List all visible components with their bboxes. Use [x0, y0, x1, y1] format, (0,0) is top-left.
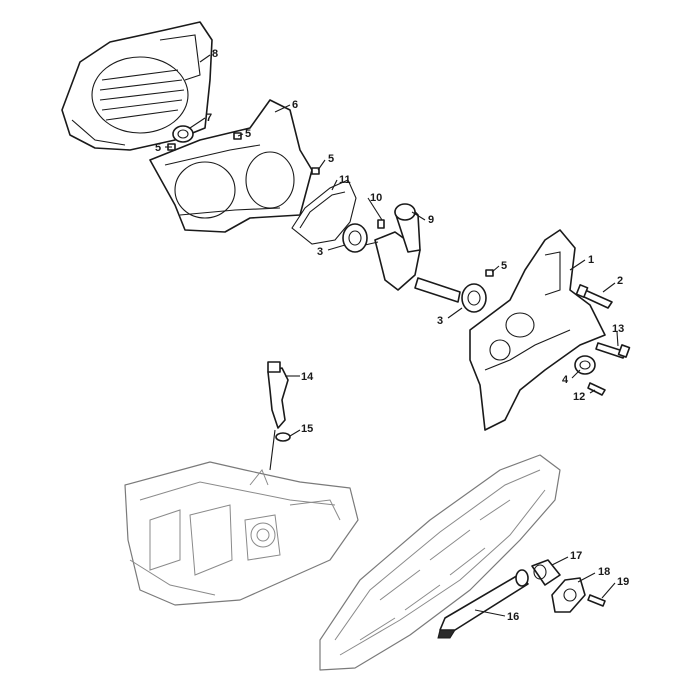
part-oil-tube [437, 569, 529, 639]
part-screw-2 [575, 284, 613, 309]
part-oil-pickup [267, 361, 291, 471]
part-screw-12 [587, 382, 606, 396]
callout-14: 14 [301, 371, 314, 383]
callout-8: 8 [212, 48, 218, 60]
callout-13: 13 [612, 323, 624, 335]
part-bearing-right [461, 283, 487, 313]
part-gasket [291, 179, 357, 245]
callout-3-a: 3 [317, 246, 323, 258]
callout-10: 10 [370, 192, 382, 204]
callout-16: 16 [507, 611, 519, 623]
part-cover-plate [551, 577, 586, 613]
part-seal-ring [574, 355, 596, 375]
callout-5-b: 5 [245, 128, 251, 140]
part-screw-13 [595, 342, 631, 359]
part-oil-seal [172, 125, 194, 143]
callout-5-a: 5 [155, 142, 161, 154]
callout-15: 15 [301, 423, 313, 435]
callout-6: 6 [292, 99, 298, 111]
callout-11: 11 [339, 174, 351, 186]
callout-5-d: 5 [501, 260, 507, 272]
part-pump-sleeve [531, 559, 561, 586]
part-crankcase-half [149, 99, 313, 233]
callout-18: 18 [598, 566, 610, 578]
callout-7: 7 [206, 112, 212, 124]
callout-1: 1 [588, 254, 594, 266]
callout-9: 9 [428, 214, 434, 226]
callout-4: 4 [562, 374, 569, 386]
callout-2: 2 [617, 275, 623, 287]
callout-17: 17 [570, 550, 582, 562]
saw-housing-outline [124, 461, 359, 606]
leader-lines [165, 54, 619, 617]
callout-3-b: 3 [437, 315, 443, 327]
guide-bar-outline [319, 454, 561, 671]
callout-5-c: 5 [328, 153, 334, 165]
callout-19: 19 [617, 576, 629, 588]
part-bearing-left [342, 223, 368, 253]
callout-labels: 8 6 7 5 5 5 11 10 9 3 5 3 1 2 13 4 12 14… [155, 48, 629, 623]
part-fan-housing [61, 21, 213, 151]
callout-12: 12 [573, 391, 585, 403]
part-crankshaft [364, 203, 461, 303]
part-pin [377, 219, 385, 229]
part-crankcase-frame [469, 229, 606, 431]
part-screw-19 [587, 594, 606, 607]
